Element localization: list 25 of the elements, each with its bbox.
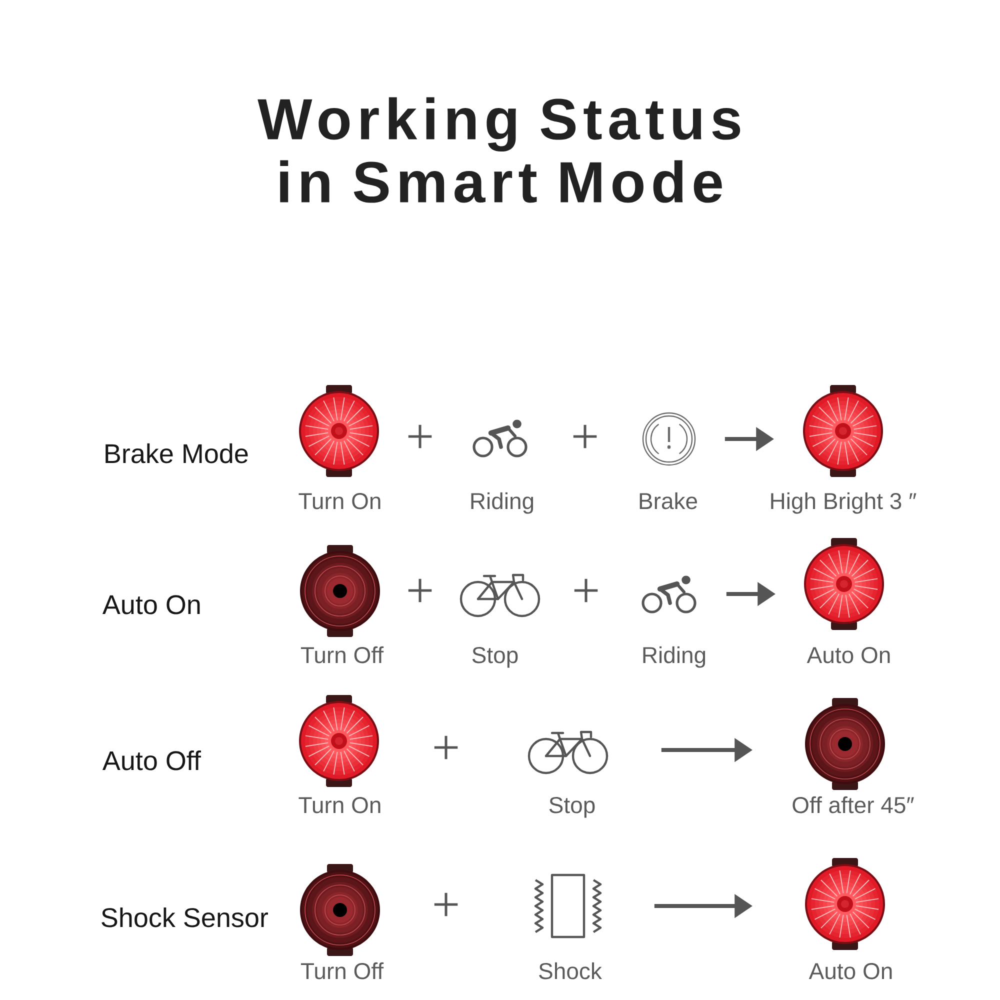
row-label: Shock Sensor bbox=[102, 907, 268, 928]
icon-label: Stop bbox=[472, 646, 518, 668]
row-label: Auto On bbox=[102, 595, 200, 614]
plus-sign: + bbox=[408, 424, 432, 448]
icon-label: Shock bbox=[539, 962, 602, 980]
icon-label: Turn Off bbox=[300, 646, 384, 664]
icon-label: Turn Off bbox=[300, 962, 384, 980]
plus-sign: + bbox=[434, 736, 458, 760]
plus-sign: + bbox=[408, 578, 432, 602]
plus-sign: + bbox=[574, 578, 598, 602]
icon-label: High Bright 3 ″ bbox=[771, 492, 916, 514]
title: Working Status in Smart Mode bbox=[258, 97, 740, 203]
plus-sign: + bbox=[434, 892, 458, 916]
icon-label: Riding bbox=[471, 492, 534, 514]
icon-label: Turn On bbox=[298, 492, 380, 510]
icon-label: Stop bbox=[549, 796, 595, 818]
plus-sign: + bbox=[573, 424, 597, 448]
icon-label: Brake bbox=[640, 492, 698, 510]
row-label: Brake Mode bbox=[106, 443, 248, 464]
icon-label: Riding bbox=[643, 646, 706, 668]
icon-label: Auto On bbox=[806, 646, 890, 664]
icon-label: Off after 45″ bbox=[792, 796, 914, 814]
row-label: Auto Off bbox=[102, 750, 201, 770]
icon-label: Turn On bbox=[298, 796, 380, 814]
icon-label: Auto On bbox=[808, 962, 892, 980]
